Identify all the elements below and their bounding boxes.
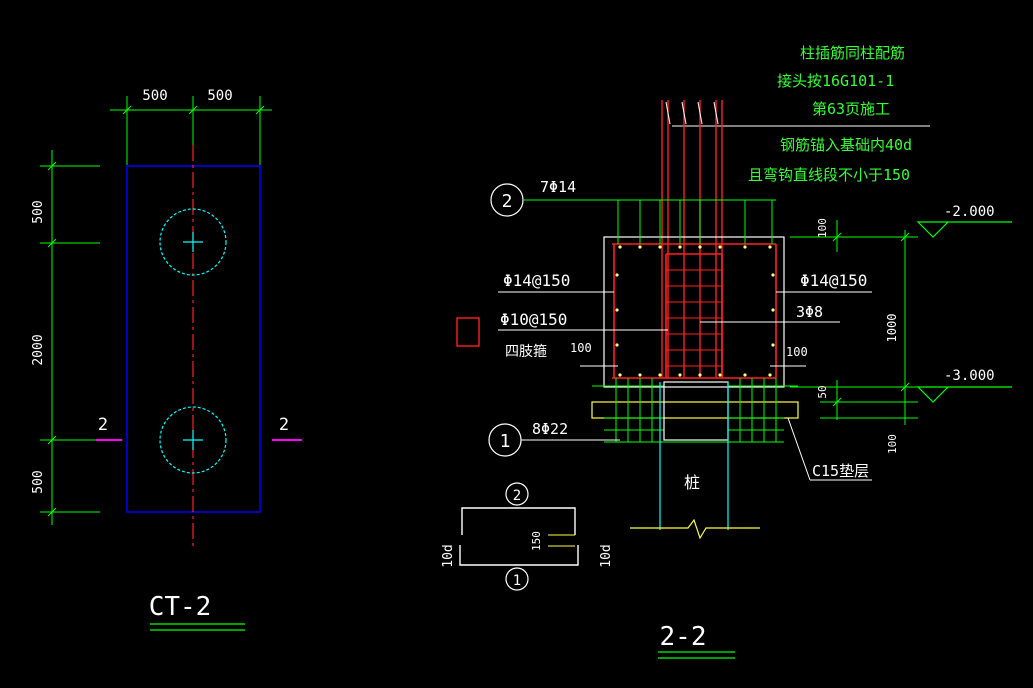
dim-50: 50 (816, 385, 829, 398)
bar2-circle-text: 2 (502, 191, 513, 212)
detail-bottom-bar (459, 545, 579, 566)
cushion-grid (592, 378, 798, 443)
plan-view: 500 500 500 2000 500 (31, 88, 302, 631)
cushion-leader (787, 417, 811, 481)
detail-bottom-circle: 1 (513, 573, 521, 589)
column-dowel-tops (665, 101, 719, 125)
note-line-5: 且弯钩直线段不小于150 (748, 166, 910, 184)
cushion-layer (591, 401, 799, 419)
elev-bottom-symbol (916, 386, 1012, 403)
elev-top: -2.000 (944, 204, 995, 220)
cap-reinforcement (612, 243, 777, 379)
elev-bottom: -3.000 (944, 368, 995, 384)
note-line-3: 第63页施工 (812, 100, 890, 118)
bar1-label: 8Φ22 (532, 420, 568, 438)
plan-cut-mark-right: 2 (279, 415, 289, 435)
section-cap-outline (603, 236, 785, 388)
note-line-4: 钢筋锚入基础内40d (780, 136, 912, 154)
plan-dim-top-left: 500 (142, 88, 167, 104)
plan-dim-top-right: 500 (207, 88, 232, 104)
dim-top-100: 100 (816, 218, 829, 238)
col-bar-label: 3Φ8 (796, 303, 823, 321)
stirrup-label: Φ10@150 (500, 310, 567, 329)
plan-title: CT-2 (149, 592, 212, 622)
cover-left: 100 (570, 341, 592, 355)
section-title: 2-2 (660, 622, 707, 652)
column-dowels (661, 100, 723, 378)
detail-bottom-circle-mark (505, 567, 529, 591)
bar2-label: 7Φ14 (540, 178, 576, 196)
pile-label: 桩 (684, 473, 700, 492)
stirrup-legend-box (456, 317, 480, 347)
plan-dim-left-middle: 2000 (31, 334, 46, 365)
bar-dots (615, 245, 775, 377)
bar-detail: 2 1 150 10d 10d (441, 482, 614, 591)
bar2-leader-ticks (617, 200, 773, 244)
right-dims (790, 220, 918, 425)
stirrup-type: 四肢箍 (505, 343, 547, 360)
detail-top-bar (461, 507, 576, 535)
plan-left-dimension (40, 150, 100, 525)
section-view: 柱插筋同柱配筋 接头按16G101-1 第63页施工 钢筋锚入基础内40d 且弯… (456, 44, 1012, 659)
detail-right-10d: 10d (599, 544, 614, 567)
bar1-circle-text: 1 (500, 431, 511, 452)
detail-dim-150: 150 (530, 531, 543, 551)
inner-ties (666, 269, 722, 367)
pile-break-line (630, 518, 760, 540)
dim-height: 1000 (885, 314, 899, 343)
cushion-label: C15垫层 (812, 462, 869, 480)
dim-bottom-100: 100 (886, 434, 899, 454)
left-side-bar-label: Φ14@150 (503, 271, 570, 290)
elev-top-symbol (916, 221, 1012, 238)
note-line-2: 接头按16G101-1 (777, 72, 894, 90)
plan-pile-top (159, 208, 227, 276)
detail-150-dim (548, 534, 575, 547)
detail-top-circle-mark (505, 482, 529, 506)
plan-dim-left-bottom: 500 (31, 470, 46, 493)
note-line-1: 柱插筋同柱配筋 (800, 44, 905, 62)
plan-cut-mark-left: 2 (98, 415, 108, 435)
plan-dim-left-top: 500 (31, 200, 46, 223)
detail-left-10d: 10d (441, 544, 456, 567)
right-side-bar-label: Φ14@150 (800, 271, 867, 290)
pile-section (659, 381, 729, 530)
cover-right: 100 (786, 345, 808, 359)
detail-top-circle: 2 (513, 488, 521, 504)
plan-pile-bottom (159, 406, 227, 474)
plan-top-dimension (110, 96, 272, 165)
